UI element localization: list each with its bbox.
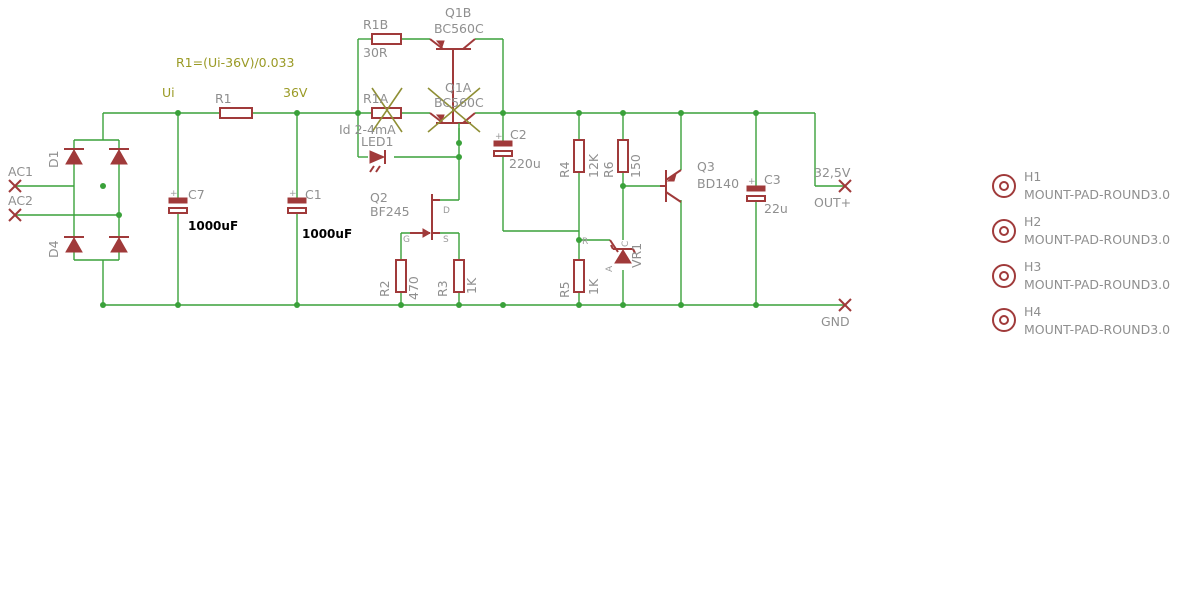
mount-pad-h4 — [992, 308, 1016, 332]
label-vr1-pin-c: C — [621, 241, 631, 247]
label-d4: D4 — [46, 240, 61, 258]
label-c7-value: 1000uF — [188, 219, 238, 233]
svg-text:+: + — [748, 177, 756, 187]
svg-text:+: + — [495, 132, 503, 142]
gnd-connector — [838, 298, 852, 312]
label-q1b: Q1B — [445, 5, 471, 20]
label-h1: H1 — [1024, 169, 1041, 184]
label-h1-part: MOUNT-PAD-ROUND3.0 — [1024, 187, 1170, 202]
diode-d2 — [109, 148, 129, 165]
label-c3-value: 22u — [764, 201, 788, 216]
label-q1a-value: BC560C — [434, 95, 484, 110]
capacitor-c1: + — [287, 189, 307, 214]
label-h2-part: MOUNT-PAD-ROUND3.0 — [1024, 232, 1170, 247]
label-vr1-pin-r: R — [582, 237, 588, 247]
resistor-r4 — [573, 139, 585, 173]
label-c3: C3 — [764, 172, 781, 187]
label-c2: C2 — [510, 127, 527, 142]
label-r6-value: 150 — [628, 154, 643, 178]
label-gnd: GND — [821, 314, 850, 329]
label-led1: LED1 — [361, 134, 393, 149]
transistor-q1a — [429, 58, 476, 143]
label-r1a: R1A — [363, 91, 389, 106]
diode-d4 — [64, 236, 84, 253]
resistor-r6 — [617, 139, 629, 173]
label-r1b-value: 30R — [363, 45, 388, 60]
label-r1-formula: R1=(Ui-36V)/0.033 — [176, 55, 294, 70]
label-r5-value: 1K — [586, 278, 601, 295]
ac2-connector — [8, 208, 22, 222]
label-h3-part: MOUNT-PAD-ROUND3.0 — [1024, 277, 1170, 292]
label-r3: R3 — [435, 280, 450, 297]
label-out-plus: OUT+ — [814, 195, 851, 210]
label-d1: D1 — [46, 150, 61, 168]
label-h4: H4 — [1024, 304, 1041, 319]
label-r3-value: 1K — [464, 277, 479, 294]
reference-vr1 — [609, 239, 636, 264]
label-vr1: VR1 — [629, 243, 644, 268]
resistor-r1 — [219, 107, 253, 119]
capacitor-c3: + — [746, 177, 766, 202]
label-q3: Q3 — [697, 159, 715, 174]
label-q2: Q2 — [370, 190, 388, 205]
svg-text:+: + — [289, 189, 297, 199]
label-net-36v: 36V — [283, 85, 308, 100]
led-led1 — [369, 150, 386, 173]
label-r2: R2 — [377, 280, 392, 297]
label-h3: H3 — [1024, 259, 1041, 274]
label-net-ui: Ui — [162, 85, 175, 100]
resistor-r1b — [371, 33, 402, 45]
mount-pad-h1 — [992, 174, 1016, 198]
label-r2-value: 470 — [406, 276, 421, 300]
resistor-r2 — [395, 259, 407, 293]
struck-r1a — [371, 87, 403, 133]
label-h4-part: MOUNT-PAD-ROUND3.0 — [1024, 322, 1170, 337]
out-plus-connector — [838, 179, 852, 193]
label-r5: R5 — [557, 281, 572, 298]
transistor-q2-jfet — [410, 194, 440, 240]
label-ac1: AC1 — [8, 164, 33, 179]
resistor-r3 — [453, 259, 465, 293]
resistor-r5 — [573, 259, 585, 293]
mount-pad-h2 — [992, 219, 1016, 243]
label-ac2: AC2 — [8, 193, 33, 208]
mount-pad-h3 — [992, 264, 1016, 288]
label-q1b-value: BC560C — [434, 21, 484, 36]
label-c1: C1 — [305, 187, 322, 202]
label-r4-value: 12K — [586, 153, 601, 178]
label-q2-pin-g: G — [403, 235, 410, 245]
label-q2-value: BF245 — [370, 204, 410, 219]
transistor-q3 — [660, 169, 682, 203]
capacitor-c7: + — [168, 189, 188, 214]
capacitor-c2: + — [493, 132, 513, 157]
label-q1a: Q1A — [445, 80, 472, 95]
svg-text:+: + — [170, 189, 178, 199]
transistor-q1b — [429, 38, 476, 58]
label-c7: C7 — [188, 187, 205, 202]
diode-d1 — [64, 148, 84, 165]
struck-q1a — [427, 87, 481, 133]
junctions — [100, 110, 759, 308]
label-q2-pin-d: D — [443, 206, 450, 216]
label-c2-value: 220u — [509, 156, 541, 171]
wires — [15, 38, 845, 306]
label-out-voltage: 32,5V — [814, 165, 851, 180]
label-c1-value: 1000uF — [302, 227, 352, 241]
label-vr1-pin-a: A — [605, 265, 615, 272]
label-id-note: Id 2-4mA — [339, 122, 396, 137]
label-r1: R1 — [215, 91, 232, 106]
label-h2: H2 — [1024, 214, 1041, 229]
diode-d3 — [109, 236, 129, 253]
label-r6: R6 — [601, 161, 616, 178]
label-q3-value: BD140 — [697, 176, 739, 191]
label-r4: R4 — [557, 161, 572, 178]
ac1-connector — [8, 179, 22, 193]
label-q2-pin-s: S — [443, 235, 449, 245]
label-r1b: R1B — [363, 17, 388, 32]
